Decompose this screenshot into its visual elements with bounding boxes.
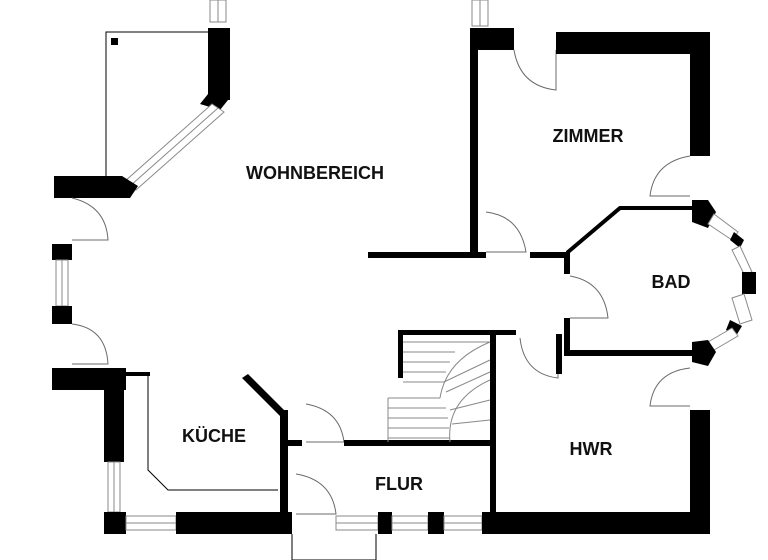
staircase xyxy=(387,330,516,443)
room-label-bad: BAD xyxy=(652,272,691,292)
corner-post xyxy=(111,38,118,45)
room-label-wohnbereich: WOHNBEREICH xyxy=(246,163,384,183)
entrance xyxy=(288,334,496,560)
wall-kitchen xyxy=(52,368,288,530)
room-label-hwr: HWR xyxy=(570,439,613,459)
room-label-kueche: KÜCHE xyxy=(182,426,246,446)
room-label-zimmer: ZIMMER xyxy=(553,126,624,146)
bath-walls xyxy=(519,200,756,379)
wall-right xyxy=(649,367,710,534)
window-top-right xyxy=(471,0,489,27)
wall-interior xyxy=(368,28,710,258)
wall-bottom xyxy=(104,512,710,534)
window-top-left xyxy=(209,0,227,23)
terrace-outline xyxy=(105,31,212,176)
wall-left xyxy=(52,197,109,390)
wall-diagonal-window xyxy=(54,28,230,198)
room-label-flur: FLUR xyxy=(375,474,423,494)
